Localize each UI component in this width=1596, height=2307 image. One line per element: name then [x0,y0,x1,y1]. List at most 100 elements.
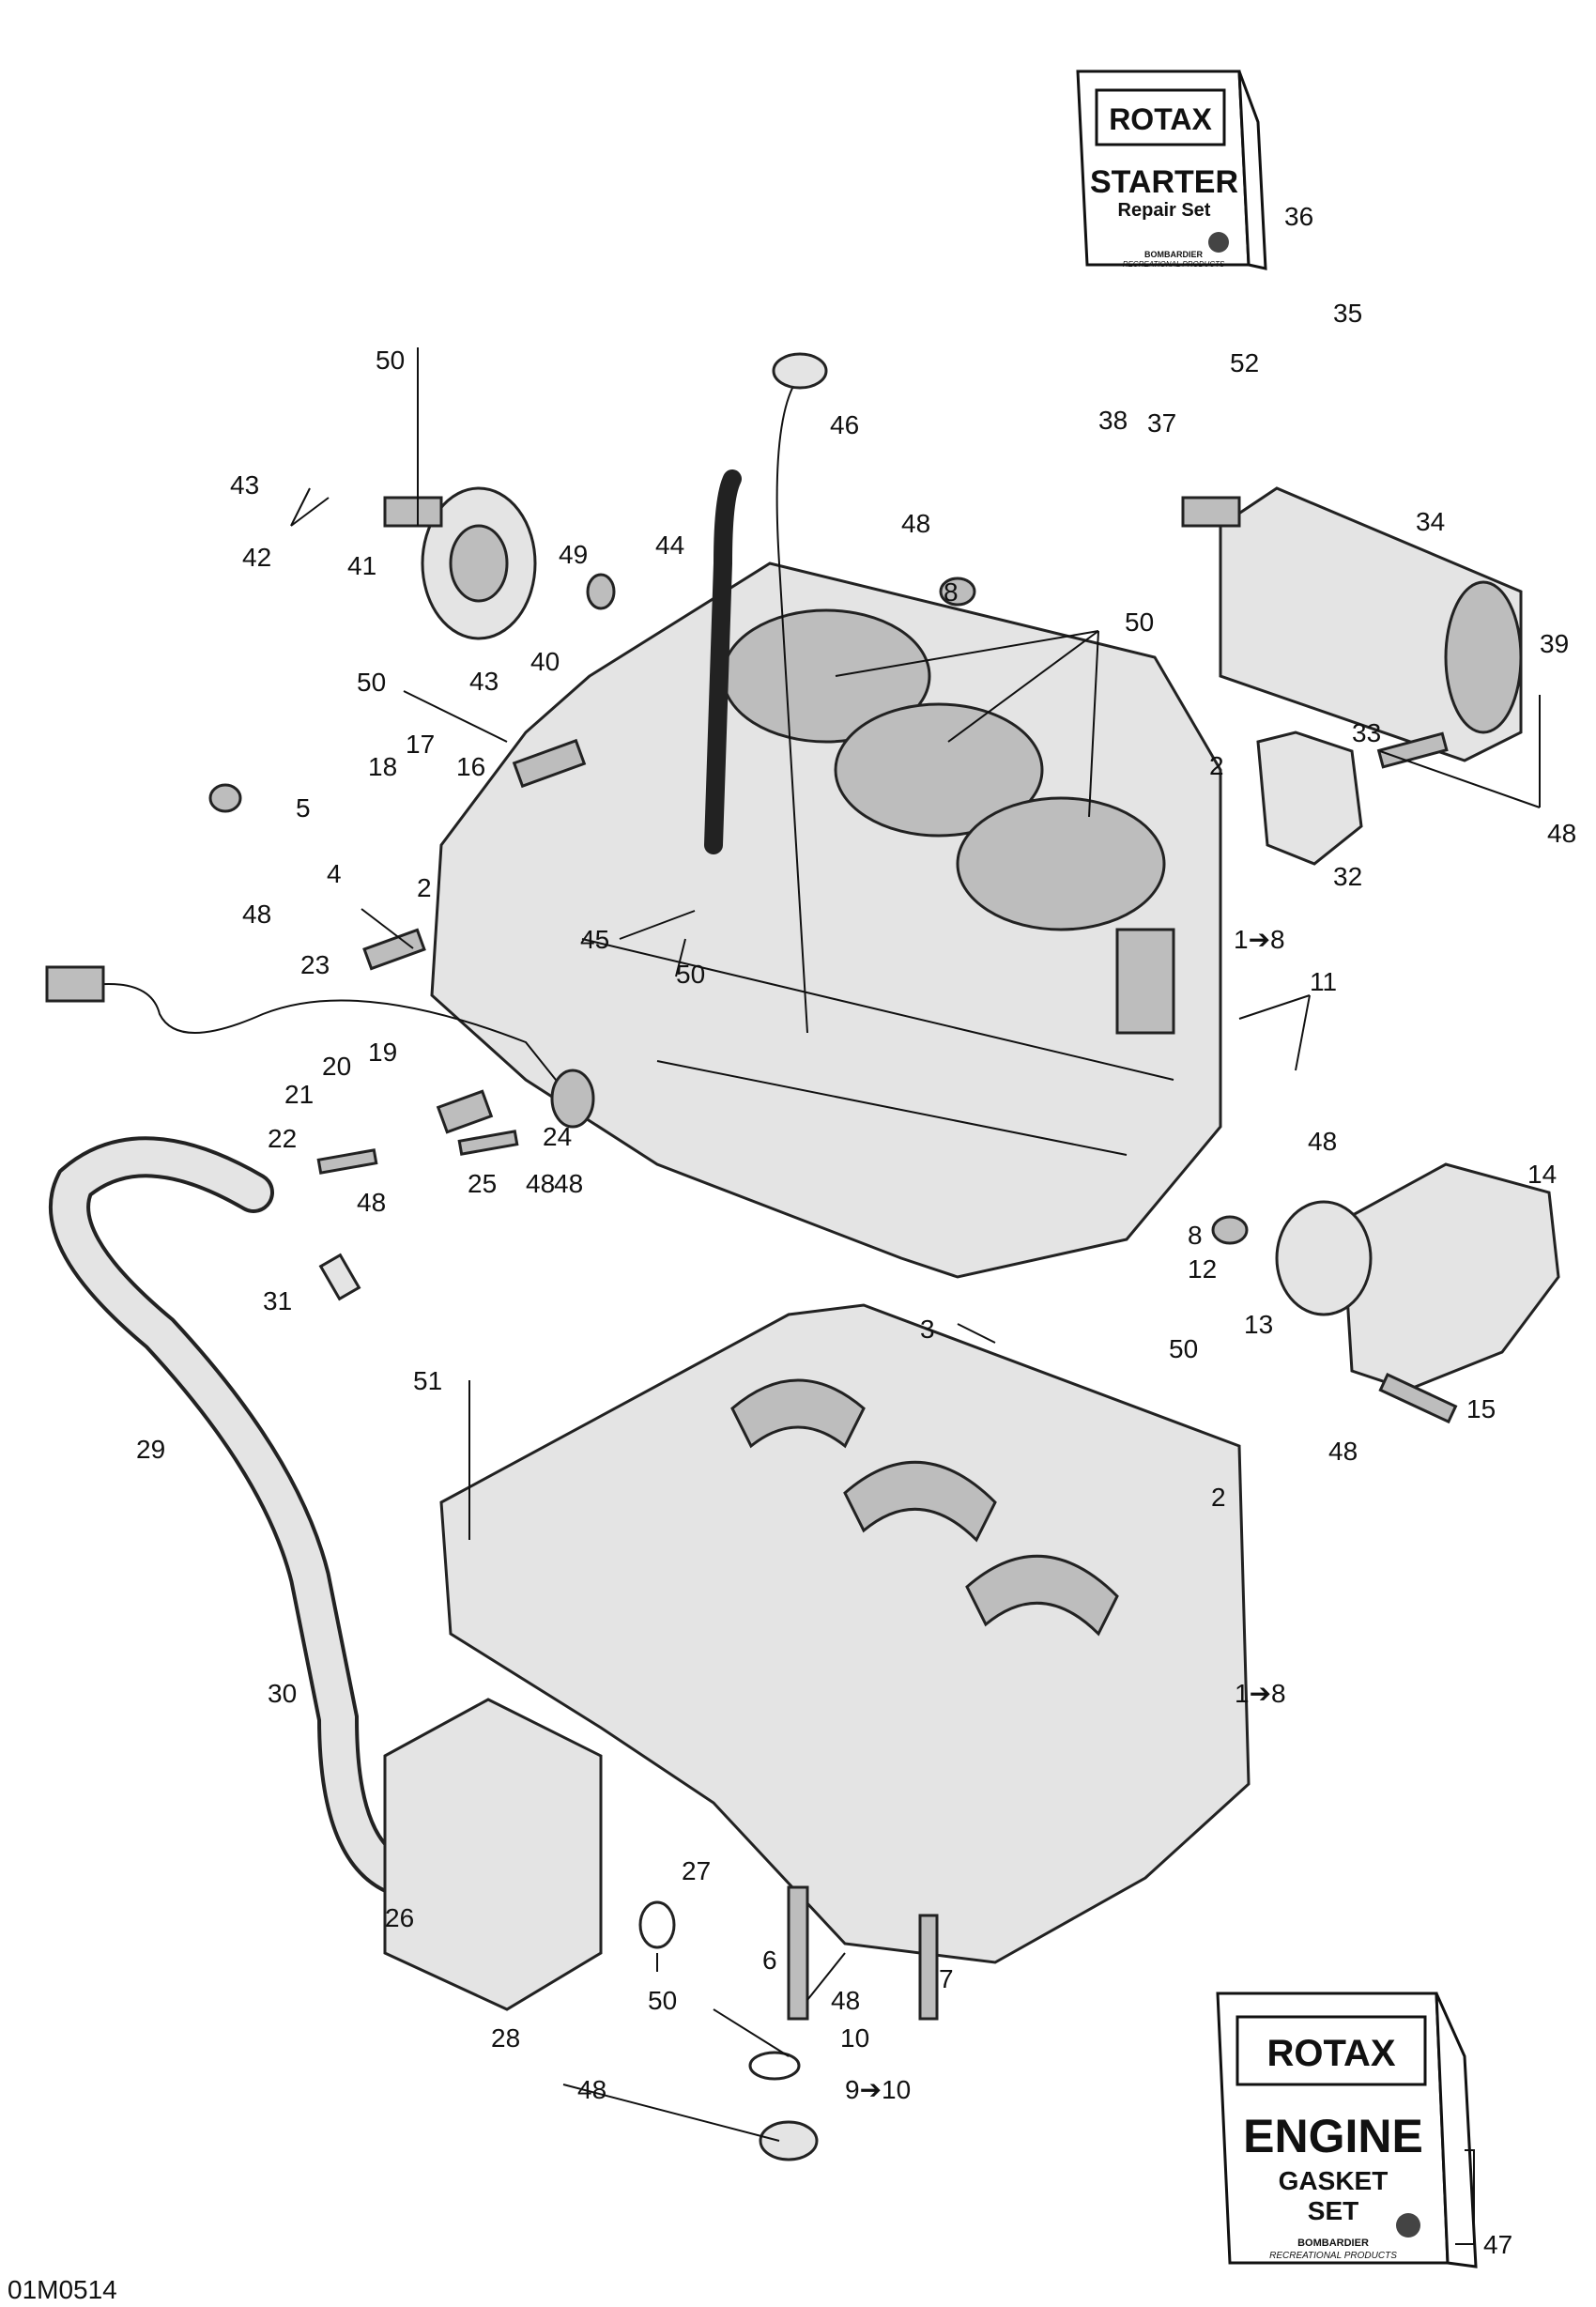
callout-label: 1➔8 [1235,1679,1286,1708]
callout-label: 17 [406,730,435,759]
callout-label: 40 [530,647,560,676]
callout-label: 11 [1310,967,1337,996]
callout-label: 41 [347,551,376,580]
callout-label: 36 [1284,202,1313,231]
callout-label: 19 [368,1038,397,1067]
callout-label: 24 [543,1122,572,1151]
callout-label: 12 [1188,1254,1217,1284]
callout-label: 47 [1483,2230,1512,2259]
mount-bracket-illustration [1256,731,1363,866]
leader-lines [290,347,1541,2142]
callout-label: 50 [1169,1334,1198,1363]
engine-booklet-maker: BOMBARDIER [1297,2238,1369,2249]
callout-label: 38 [1098,406,1128,435]
callout-label: 48 [1328,1437,1358,1466]
engine-gasket-set-booklet: ROTAX ENGINE GASKET SET BOMBARDIER RECRE… [1216,1992,1512,2269]
engine-booklet-title: ENGINE [1243,2110,1423,2162]
starter-booklet-subtitle: Repair Set [1118,200,1211,221]
callout-label: 16 [456,752,485,781]
callout-label: 49 [559,540,588,569]
callout-label: 4 [327,859,342,888]
sensor-harness-illustration [84,983,564,1090]
callout-label: 27 [682,1856,711,1885]
callout-label: 50 [376,346,405,375]
callout-label: 43 [230,470,259,500]
callout-label: 43 [469,667,499,696]
callout-label: 48 [1547,819,1576,848]
callout-label: 48 [242,900,271,929]
callout-label: 9➔10 [845,2075,911,2104]
callout-label: 51 [413,1366,442,1395]
callout-label: 8 [1188,1221,1203,1250]
lower-crankcase-illustration [439,1303,1251,1964]
engine-booklet-line2: GASKET [1279,2166,1389,2195]
starter-booklet-title: STARTER [1090,164,1238,200]
callout-label: 29 [136,1435,165,1464]
callout-label: 34 [1416,507,1445,536]
callout-label: 48 [554,1169,583,1198]
callout-label: 5 [296,793,311,823]
callout-label: 18 [368,752,397,781]
callout-label: 1➔8 [1234,925,1285,954]
callout-label: 21 [284,1080,314,1109]
dipstick-tube-illustration [704,469,742,854]
callout-label: 6 [762,1946,777,1975]
starter-booklet-brand: ROTAX [1109,102,1212,136]
callout-label: 28 [491,2023,520,2053]
callout-label: 48 [1308,1127,1337,1156]
callout-label: 7 [939,1964,954,1993]
callout-label: 26 [385,1903,414,1932]
diagram-code: 01M0514 [8,2275,117,2304]
callout-label: 52 [1230,348,1259,377]
callout-label: 37 [1147,408,1176,438]
callout-label: 50 [676,960,705,989]
engine-booklet-line3: SET [1308,2196,1358,2225]
callout-label: 3 [920,1315,935,1344]
drive-gear-illustration [383,486,537,640]
callout-label: 42 [242,543,271,572]
callout-label: 45 [580,925,609,954]
bombardier-logo-icon [1208,232,1229,253]
callout-label: 48 [577,2075,606,2104]
callout-labels: 35 52 50 46 38 37 43 42 41 44 48 34 8 49… [136,299,1576,2104]
callout-label: 20 [322,1052,351,1081]
callout-label: 23 [300,950,330,979]
callout-label: 50 [1125,608,1154,637]
callout-label: 48 [831,1986,860,2015]
starter-booklet-maker-sub: RECREATIONAL PRODUCTS [1123,260,1225,269]
cover-illustration [1341,1162,1560,1392]
starter-motor-illustration [1181,486,1523,762]
callout-label: 25 [468,1169,497,1198]
callout-label: 15 [1466,1394,1496,1423]
engine-booklet-brand: ROTAX [1266,2033,1395,2074]
connector-icon [45,965,105,1003]
starter-repair-set-booklet: ROTAX STARTER Repair Set BOMBARDIER RECR… [1076,69,1313,270]
callout-label: 32 [1333,862,1362,891]
callout-label: 10 [840,2023,869,2053]
callout-label: 2 [1209,751,1224,780]
callout-label: 31 [263,1286,292,1315]
callout-label: 48 [357,1188,386,1217]
callout-label: 22 [268,1124,297,1153]
starter-booklet-maker: BOMBARDIER [1144,250,1203,259]
callout-label: 2 [417,873,432,902]
callout-label: 33 [1352,718,1381,747]
oil-cooler-illustration [383,1698,603,2011]
callout-label: 50 [648,1986,677,2015]
callout-label: 39 [1540,629,1569,658]
callout-label: 2 [1211,1483,1226,1512]
callout-label: 8 [944,577,959,607]
callout-label: 50 [357,668,386,697]
callout-label: 46 [830,410,859,439]
callout-label: 48 [901,509,930,538]
callout-label: 13 [1244,1310,1273,1339]
callout-label: 35 [1333,299,1362,328]
callout-label: 14 [1527,1160,1557,1189]
callout-label: 48 [526,1169,555,1198]
callout-label: 30 [268,1679,297,1708]
small-fastener-illustrations [208,573,1458,2161]
bombardier-logo-icon [1396,2213,1420,2238]
callout-label: 44 [655,531,684,560]
engine-booklet-maker-sub: RECREATIONAL PRODUCTS [1269,2251,1397,2261]
